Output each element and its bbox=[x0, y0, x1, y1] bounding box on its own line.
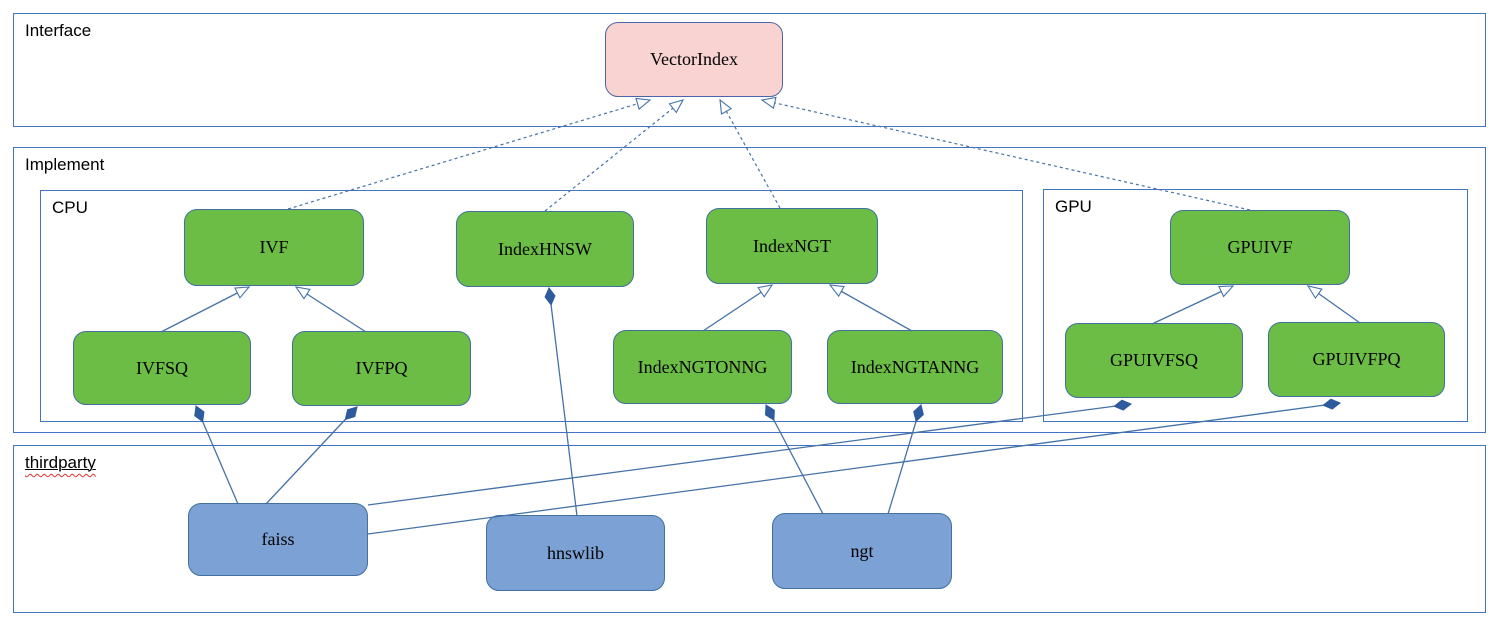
node-gpuivfpq: GPUIVFPQ bbox=[1268, 322, 1445, 397]
node-gpuivf: GPUIVF bbox=[1170, 210, 1350, 285]
node-indexhnsw: IndexHNSW bbox=[456, 211, 634, 287]
section-label-thirdparty: thirdparty bbox=[25, 453, 96, 473]
node-gpuivfsq: GPUIVFSQ bbox=[1065, 323, 1243, 398]
section-label-implement: Implement bbox=[25, 155, 105, 174]
node-hnswlib: hnswlib bbox=[486, 515, 665, 591]
node-ngt: ngt bbox=[772, 513, 952, 589]
node-indexngtanng: IndexNGTANNG bbox=[827, 330, 1003, 404]
section-label-interface: Interface bbox=[25, 21, 92, 40]
node-ivfpq: IVFPQ bbox=[292, 331, 471, 406]
node-indexngtonng: IndexNGTONNG bbox=[613, 330, 792, 404]
node-ivfsq: IVFSQ bbox=[73, 331, 251, 405]
thirdparty-label-text: thirdparty bbox=[25, 453, 96, 472]
node-indexngt: IndexNGT bbox=[706, 208, 878, 284]
node-vectorindex: VectorIndex bbox=[605, 22, 783, 97]
node-faiss: faiss bbox=[188, 503, 368, 576]
section-label-gpu: GPU bbox=[1055, 197, 1092, 216]
section-label-cpu: CPU bbox=[52, 198, 88, 217]
node-ivf: IVF bbox=[184, 209, 364, 286]
